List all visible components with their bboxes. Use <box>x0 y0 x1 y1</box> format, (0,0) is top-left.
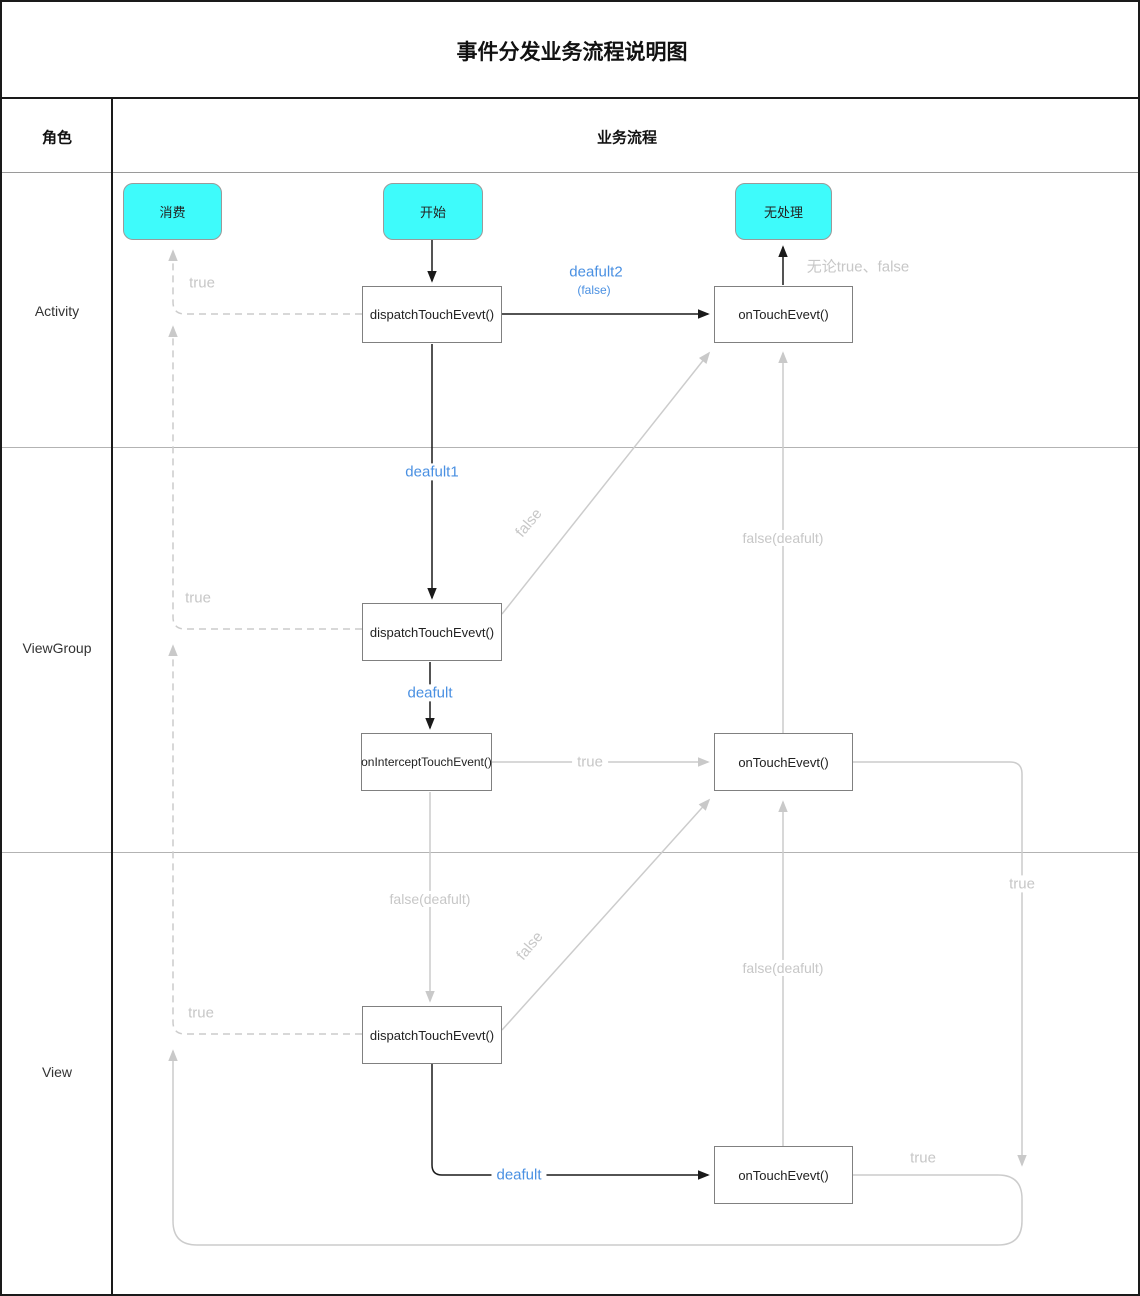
node-viewgroup-dispatch-label: dispatchTouchEvevt() <box>369 624 495 640</box>
edge-label-view-true: true <box>188 1004 214 1022</box>
node-view-dispatch-label: dispatchTouchEvevt() <box>369 1027 495 1043</box>
edge-view-true-dashed <box>168 644 362 1035</box>
edge-label-false-deafult-to-viewgroup: false(deafult) <box>737 959 829 977</box>
lane-separator-1 <box>2 447 1138 448</box>
edge-label-deafult1: deafult1 <box>400 463 464 481</box>
node-activity-ontouch-label: onTouchEvevt() <box>738 307 829 322</box>
edge-viewgroup-dispatch-false-diagonal <box>501 351 711 615</box>
edge-view-dispatch-to-view-ontouch <box>431 1064 710 1180</box>
lane-label-activity: Activity <box>34 303 80 319</box>
node-no-handle-label: 无处理 <box>763 205 803 220</box>
edge-label-deafult-view: deafult <box>491 1166 547 1184</box>
header-separator <box>2 172 1138 173</box>
edge-label-intercept-true: true <box>572 753 608 771</box>
edge-label-activity-true: true <box>189 274 215 292</box>
node-activity-dispatch-label: dispatchTouchEvevt() <box>369 307 495 322</box>
role-column-separator <box>111 97 113 1294</box>
node-start-label: 开始 <box>419 205 446 220</box>
node-viewgroup-dispatch: dispatchTouchEvevt() <box>362 603 502 661</box>
node-view-dispatch: dispatchTouchEvevt() <box>362 1006 502 1064</box>
node-activity-dispatch: dispatchTouchEvevt() <box>362 286 502 343</box>
lane-label-viewgroup: ViewGroup <box>22 640 92 656</box>
edge-label-no-matter-true-false: 无论true、false <box>806 258 910 276</box>
edge-label-right-true: true <box>1004 875 1040 893</box>
node-view-ontouch: onTouchEvevt() <box>714 1146 853 1204</box>
node-viewgroup-ontouch-label: onTouchEvevt() <box>738 754 829 770</box>
header-flow: 业务流程 <box>596 129 658 147</box>
page-title: 事件分发业务流程说明图 <box>456 41 688 64</box>
node-viewgroup-intercept: onInterceptTouchEvent() <box>361 733 492 791</box>
node-viewgroup-ontouch: onTouchEvevt() <box>714 733 853 791</box>
lane-label-view: View <box>41 1064 73 1080</box>
edge-label-viewgroup-true: true <box>185 589 211 607</box>
title-separator <box>2 97 1138 99</box>
node-consume-label: 消费 <box>159 205 186 220</box>
edge-viewgroup-true-dashed <box>168 325 362 630</box>
header-role: 角色 <box>41 129 73 147</box>
edge-label-false-deafult-to-view: false(deafult) <box>384 890 476 908</box>
edge-viewgroup-ontouch-true-down <box>853 761 1027 1167</box>
node-view-ontouch-label: onTouchEvevt() <box>738 1167 829 1183</box>
edge-view-ontouch-true-loop <box>168 1049 1023 1246</box>
node-no-handle: 无处理 <box>735 183 832 240</box>
edge-activity-true-dashed <box>168 249 362 315</box>
edge-label-false-deafult-to-activity: false(deafult) <box>737 529 829 547</box>
edge-label-deafult-viewgroup: deafult <box>402 684 458 702</box>
node-start: 开始 <box>383 183 483 240</box>
node-viewgroup-intercept-label: onInterceptTouchEvent() <box>361 755 492 769</box>
edge-view-dispatch-false-diagonal <box>501 798 711 1031</box>
edge-label-deafult2-sub: (false) <box>577 283 611 298</box>
node-activity-ontouch: onTouchEvevt() <box>714 286 853 343</box>
edge-label-deafult2: deafult2 <box>569 263 623 281</box>
edge-label-loop-true: true <box>910 1149 936 1167</box>
node-consume: 消费 <box>123 183 222 240</box>
lane-separator-2 <box>2 852 1138 853</box>
